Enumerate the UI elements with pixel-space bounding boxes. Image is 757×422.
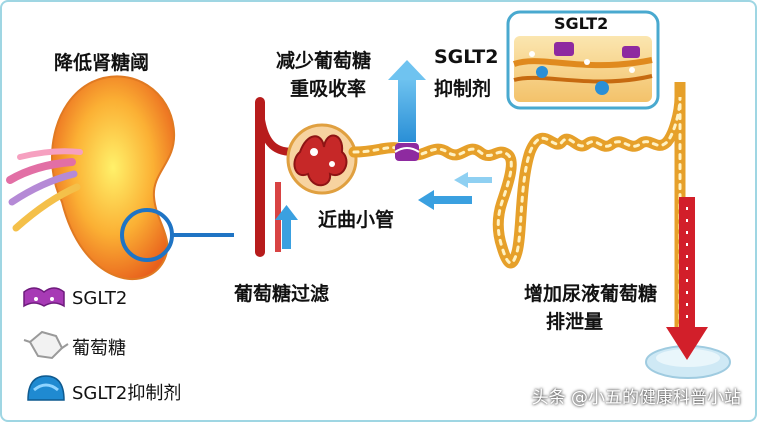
reduce-reabsorption-label-line1: 减少葡萄糖 <box>276 50 372 72</box>
legend-item-inhibitor: SGLT2抑制剂 <box>72 379 181 405</box>
increase-excretion-label-line2: 排泄量 <box>546 311 604 333</box>
inhibitor-label-line2: 抑制剂 <box>434 78 492 100</box>
legend-label: SGLT2抑制剂 <box>72 383 182 404</box>
excretion-arrow <box>666 197 708 360</box>
legend-label: SGLT2 <box>72 288 128 309</box>
sglt2-inhibitor-icon <box>27 375 65 401</box>
legend-label: 葡萄糖 <box>72 338 126 359</box>
proximal-tubule-label: 近曲小管 <box>318 209 395 231</box>
reduce-reabsorption-label-line2: 重吸收率 <box>290 78 367 100</box>
magnifier-pointer <box>120 208 234 262</box>
increase-excretion-label-line1: 增加尿液葡萄糖 <box>524 283 658 305</box>
reabsorption-arrows <box>275 60 492 249</box>
inset-panel <box>506 10 660 110</box>
sglt2-inhibitor-marker <box>394 143 420 161</box>
inset-title: SGLT2 <box>554 14 609 33</box>
inhibitor-label-line1: SGLT2 <box>434 46 499 68</box>
glucose-molecule-icon <box>23 330 69 360</box>
glucose-filtration-label: 葡萄糖过滤 <box>234 283 330 305</box>
legend-item-glucose: 葡萄糖 <box>72 334 126 360</box>
legend-item-sglt2: SGLT2 <box>72 288 127 309</box>
lower-renal-threshold-label: 降低肾糖阈 <box>54 52 150 74</box>
nephron-tubule <box>348 82 731 379</box>
legend-icons <box>23 287 69 401</box>
glomerulus <box>286 123 358 195</box>
kidney-illustration <box>6 75 176 280</box>
source-watermark: 头条 @小五的健康科普小站 <box>531 388 741 408</box>
sglt2-protein-icon <box>23 287 65 308</box>
